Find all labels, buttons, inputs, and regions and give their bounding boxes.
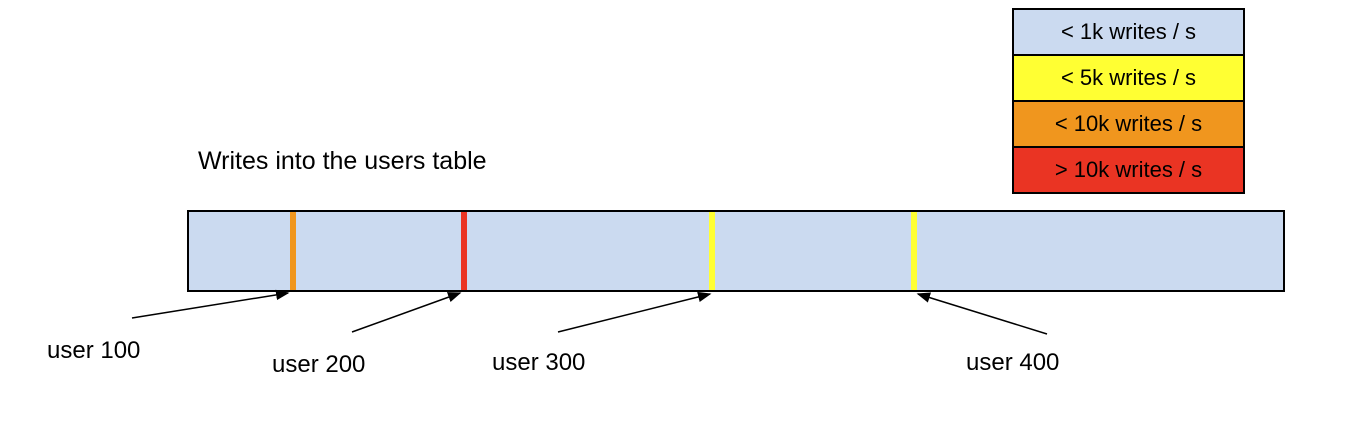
label-user-400: user 400 <box>966 349 1060 376</box>
diagram-title: Writes into the users table <box>198 147 487 175</box>
arrow-user-100-icon <box>131 289 290 319</box>
write-hotspot-user-400 <box>911 212 917 290</box>
label-user-300: user 300 <box>492 349 586 376</box>
legend-item-lt-5k: < 5k writes / s <box>1014 56 1243 102</box>
arrow-user-300-icon <box>557 291 712 333</box>
label-user-200: user 200 <box>272 351 366 378</box>
users-table-bar <box>187 210 1285 292</box>
write-hotspot-user-100 <box>290 212 296 290</box>
arrow-user-200-icon <box>351 292 462 333</box>
legend-item-gt-10k: > 10k writes / s <box>1014 148 1243 192</box>
legend-item-lt-1k: < 1k writes / s <box>1014 10 1243 56</box>
label-user-100: user 100 <box>47 337 141 364</box>
write-hotspot-user-200 <box>461 212 467 290</box>
legend-item-lt-10k: < 10k writes / s <box>1014 102 1243 148</box>
arrow-user-400-icon <box>916 292 1048 335</box>
legend: < 1k writes / s < 5k writes / s < 10k wr… <box>1012 8 1245 194</box>
write-hotspot-user-300 <box>709 212 715 290</box>
